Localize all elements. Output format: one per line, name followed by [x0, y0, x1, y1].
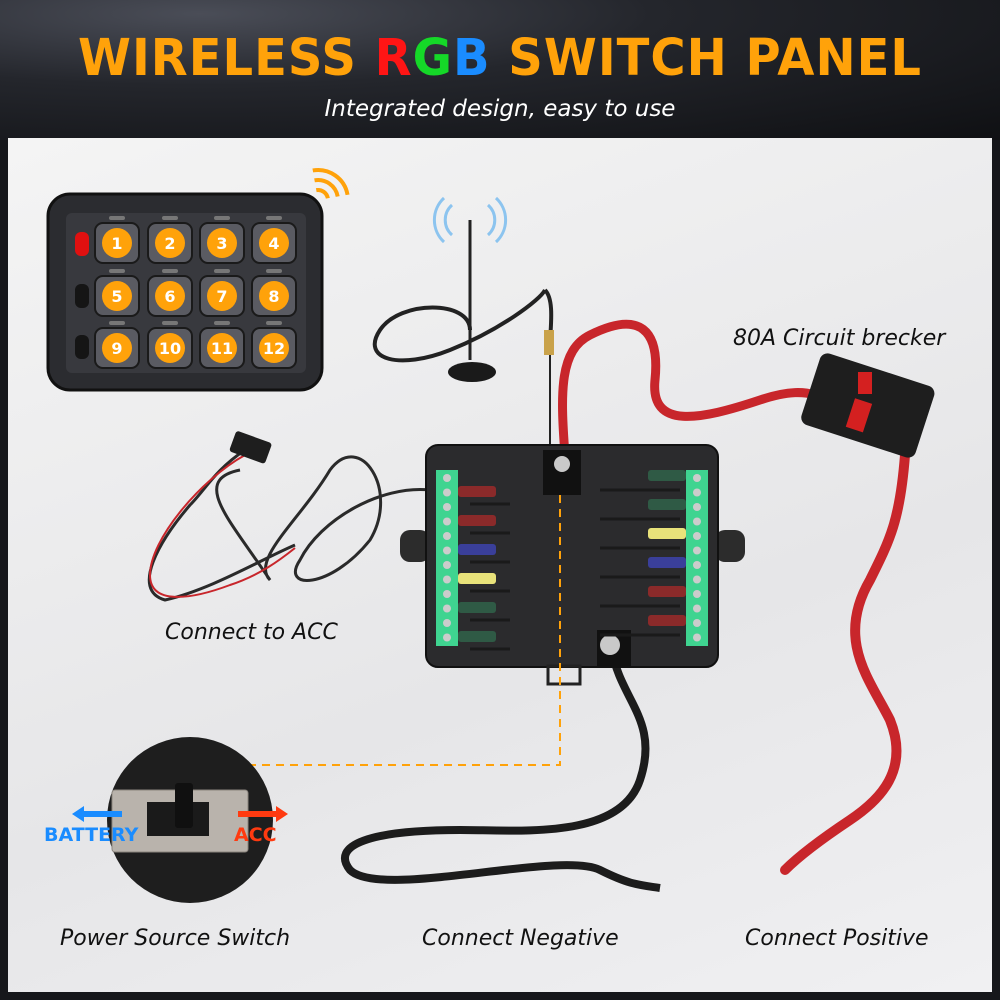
signal-waves-icon — [432, 196, 508, 244]
svg-text:5: 5 — [111, 287, 122, 306]
keypad-button-6: 6 — [147, 269, 193, 317]
svg-text:3: 3 — [216, 234, 227, 253]
svg-text:6: 6 — [164, 287, 175, 306]
fuse[interactable] — [648, 528, 686, 539]
svg-text:9: 9 — [111, 339, 122, 358]
acc-label: ACC — [234, 824, 277, 846]
wifi-signal-icon — [312, 168, 350, 199]
keypad-button-1: 1 — [94, 216, 140, 264]
negative-cable — [341, 649, 661, 892]
fuse[interactable] — [458, 573, 496, 584]
svg-text:2: 2 — [164, 234, 175, 253]
acc-wire — [147, 448, 431, 602]
keypad-button-5: 5 — [94, 269, 140, 317]
fuse[interactable] — [648, 586, 686, 597]
header-banner: WIRELESS RGB SWITCH PANEL Integrated des… — [0, 0, 1000, 140]
page-subtitle: Integrated design, easy to use — [324, 96, 676, 122]
keypad-button-12: 12 — [251, 321, 297, 369]
svg-text:12: 12 — [263, 339, 285, 358]
connect-positive-label: Connect Positive — [745, 926, 929, 951]
svg-text:10: 10 — [159, 339, 181, 358]
fuse[interactable] — [648, 557, 686, 568]
svg-text:1: 1 — [111, 234, 122, 253]
keypad-button-3: 3 — [199, 216, 245, 264]
positive-cable — [558, 319, 910, 875]
keypad-button-11: 11 — [199, 321, 245, 369]
circuit-breaker-label: 80A Circuit brecker — [733, 326, 946, 351]
connect-negative-label: Connect Negative — [422, 926, 619, 951]
battery-label: BATTERY — [44, 824, 139, 846]
fuse[interactable] — [648, 615, 686, 626]
keypad-button-7: 7 — [199, 269, 245, 317]
fuse[interactable] — [648, 470, 686, 481]
svg-text:11: 11 — [211, 339, 233, 358]
keypad-controller — [46, 168, 350, 392]
arrow-right-icon — [238, 806, 288, 822]
switch-inset — [72, 737, 288, 903]
fuse[interactable] — [458, 486, 496, 497]
fuse-box — [400, 444, 745, 686]
fuse[interactable] — [458, 631, 496, 642]
svg-text:8: 8 — [268, 287, 279, 306]
keypad-button-8: 8 — [251, 269, 297, 317]
fuse[interactable] — [648, 499, 686, 510]
arrow-left-icon — [72, 806, 122, 822]
svg-text:7: 7 — [216, 287, 227, 306]
fuse[interactable] — [458, 544, 496, 555]
fuse[interactable] — [458, 602, 496, 613]
fuse[interactable] — [458, 515, 496, 526]
connect-acc-label: Connect to ACC — [165, 620, 338, 645]
keypad-button-9: 9 — [94, 321, 140, 369]
dashed-callout-line — [248, 495, 561, 766]
add-a-fuse-tap — [229, 431, 272, 464]
page-title: WIRELESS RGB SWITCH PANEL — [78, 28, 922, 88]
keypad-button-10: 10 — [147, 321, 193, 369]
svg-text:4: 4 — [268, 234, 279, 253]
circuit-breaker — [801, 353, 935, 458]
keypad-button-2: 2 — [147, 216, 193, 264]
power-source-switch-label: Power Source Switch — [60, 926, 291, 951]
antenna — [372, 196, 554, 455]
keypad-button-4: 4 — [251, 216, 297, 264]
